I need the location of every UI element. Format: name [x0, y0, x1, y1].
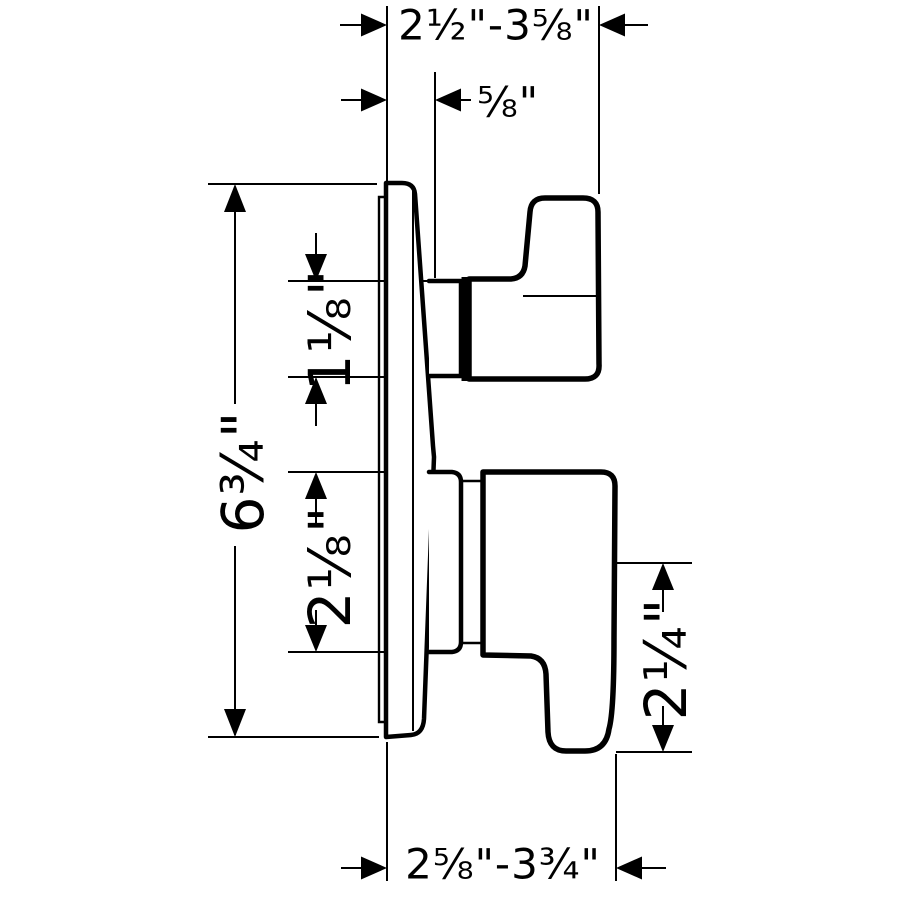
dimension-top-width: 2½"-3⅝"	[340, 1, 648, 50]
dimension-bottom-width: 2⅝"-3¾"	[341, 840, 666, 889]
arrowhead-right-icon	[361, 88, 387, 112]
arrowhead-up-icon	[224, 184, 246, 212]
arrowhead-right-icon	[361, 13, 387, 37]
extension-lines	[208, 6, 692, 881]
arrowhead-down-icon	[224, 709, 246, 737]
escutcheon-plate-profile	[383, 180, 437, 740]
arrowhead-down-icon	[305, 625, 327, 652]
dim-label-lower-handle: 2⅛"	[296, 506, 364, 629]
dim-label-top-width: 2½"-3⅝"	[398, 1, 594, 50]
dim-label-offset: ⅝"	[477, 78, 539, 127]
dimension-overall-height: 6¾"	[209, 184, 277, 737]
arrowhead-left-icon	[599, 13, 625, 37]
dimension-grip-depth: 2¼"	[632, 563, 700, 752]
wall-sleeve-profile	[377, 195, 386, 724]
dim-label-overall-height: 6¾"	[209, 411, 277, 534]
arrowhead-left-icon	[616, 856, 642, 880]
dim-label-upper-handle: 1⅛"	[296, 269, 364, 392]
lower-handle-profile	[480, 469, 618, 754]
arrowhead-down-icon	[652, 725, 674, 752]
arrowhead-up-icon	[305, 472, 327, 499]
arrowhead-right-icon	[361, 856, 387, 880]
arrowhead-up-icon	[305, 377, 327, 404]
fixture-profile	[377, 180, 618, 754]
arrowhead-down-icon	[305, 254, 327, 281]
dimension-lower-handle: 2⅛"	[296, 472, 364, 652]
arrowhead-up-icon	[652, 563, 674, 590]
upper-valve-stem	[426, 278, 464, 379]
arrowhead-left-icon	[435, 88, 461, 112]
dim-label-grip-depth: 2¼"	[632, 598, 700, 721]
lower-valve-collar	[426, 469, 464, 655]
upper-handle-profile	[466, 195, 602, 382]
dim-label-bottom-width: 2⅝"-3¾"	[405, 840, 601, 889]
dimension-handle-offset: ⅝"	[341, 78, 539, 127]
dimension-upper-handle: 1⅛"	[296, 233, 364, 426]
